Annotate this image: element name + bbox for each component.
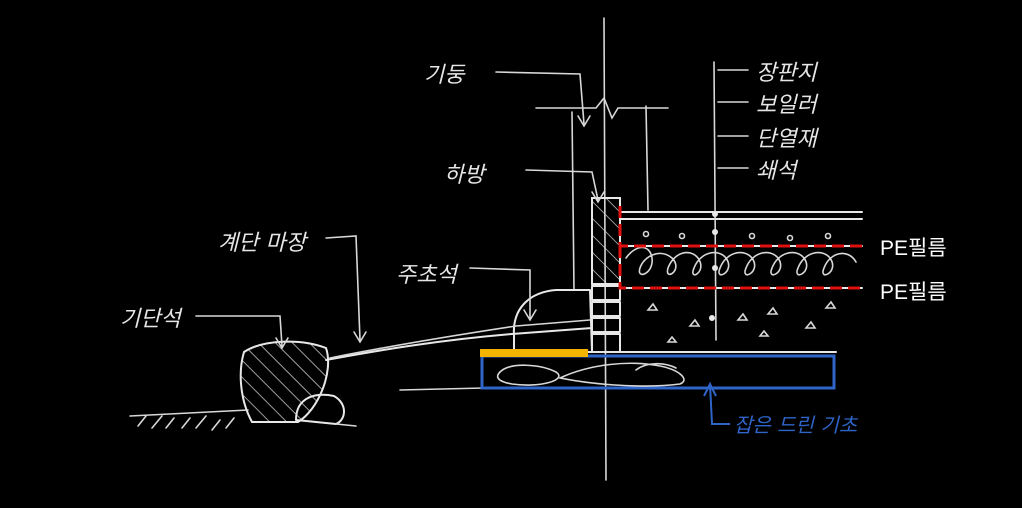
label-column: 기둥 [424, 63, 466, 88]
foundation-leader [703, 381, 730, 425]
level-line [399, 387, 485, 391]
label-insulation: 단열재 [756, 127, 819, 152]
foundation-stone [512, 289, 593, 353]
sill-block [591, 197, 621, 285]
label-sill: 하방 [444, 163, 487, 188]
leader-lines [195, 69, 749, 350]
label-pedestal-stone: 기단석 [120, 307, 183, 332]
label-foundation-stone: 주초석 [396, 263, 459, 288]
gravel-pattern [646, 300, 837, 343]
floor-layers [595, 61, 863, 353]
boiler-pipes [642, 230, 832, 242]
ground-slope [325, 327, 593, 361]
label-floor-board: 장판지 [756, 61, 818, 86]
column [535, 96, 669, 291]
rubble-foundation [480, 354, 836, 390]
pedestal-stone [239, 340, 330, 423]
label-stepped-stone-finish: 계단 마장 [218, 231, 309, 256]
label-pe-film-lower: PE필름 [880, 281, 947, 304]
label-pe-film-upper: PE필름 [880, 237, 947, 260]
pe-film-lower-line [618, 246, 862, 290]
label-gravel: 쇄석 [756, 159, 799, 184]
ground-hatch [129, 409, 357, 431]
insulation-pattern [625, 246, 857, 276]
pedestal-small-stone [295, 393, 345, 425]
label-foundation-note: 잡은 드린 기초 [734, 413, 859, 437]
sill-plate [480, 349, 588, 357]
label-boiler: 보일러 [756, 93, 818, 118]
